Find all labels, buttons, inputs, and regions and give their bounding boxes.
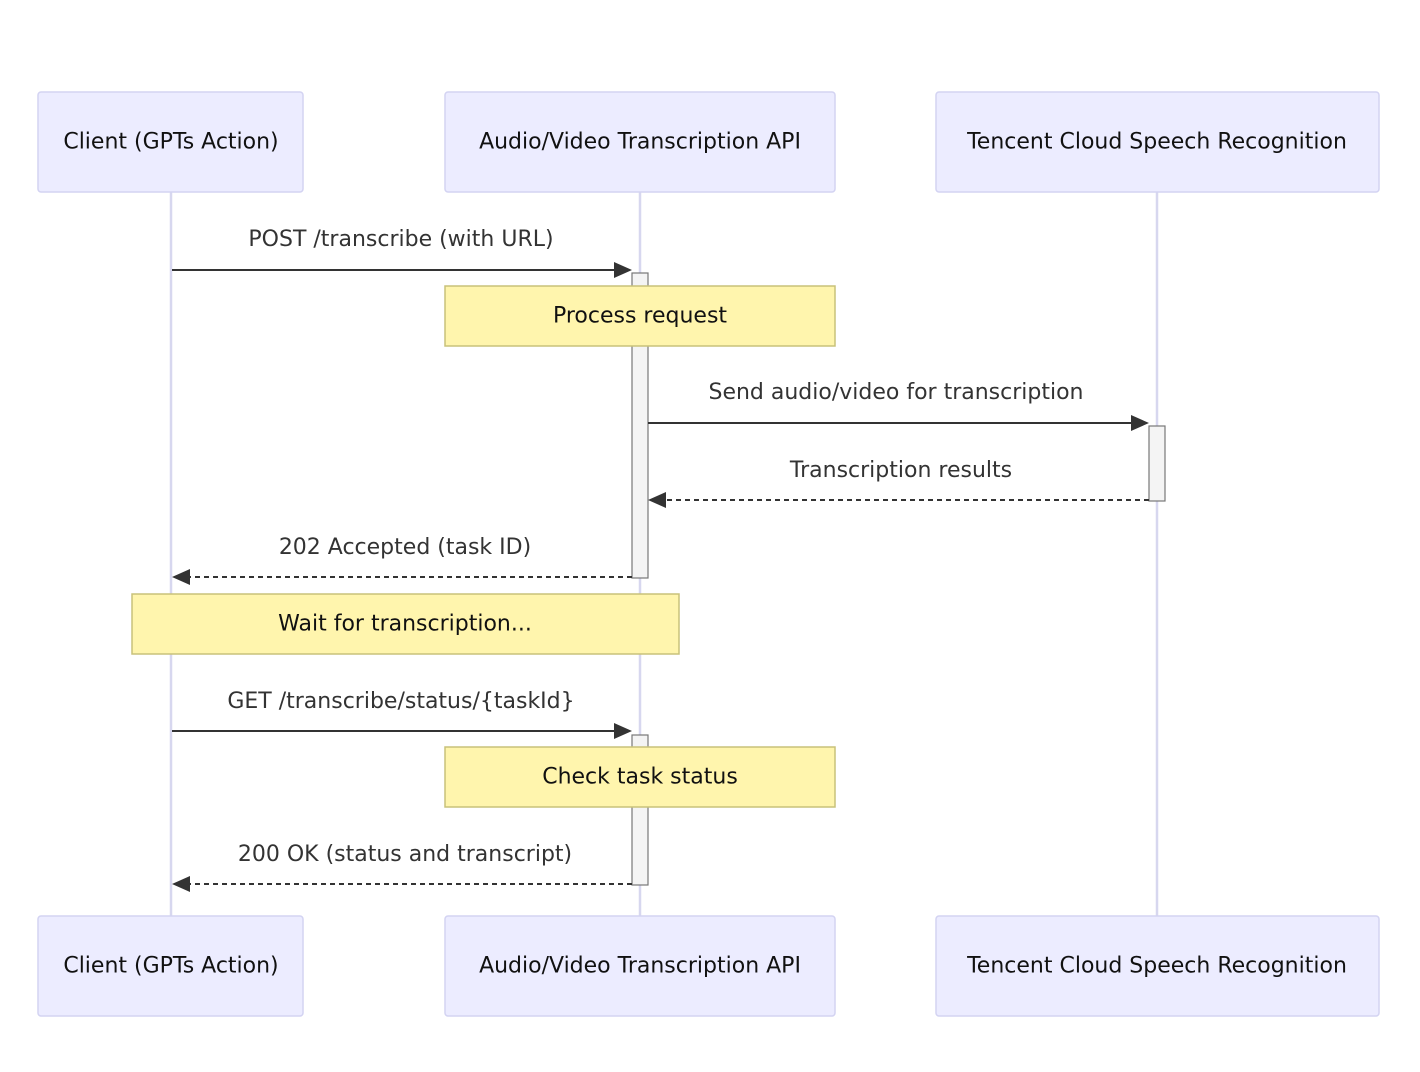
message-send-audio: Send audio/video for transcription: [648, 380, 1149, 431]
arrowhead-left: [648, 492, 666, 508]
message-get-status: GET /transcribe/status/{taskId}: [172, 689, 632, 739]
message-label: POST /transcribe (with URL): [248, 227, 553, 252]
participant-client-bottom: Client (GPTs Action): [37, 915, 304, 1017]
participant-client-top: Client (GPTs Action): [37, 91, 304, 193]
message-label: GET /transcribe/status/{taskId}: [227, 689, 574, 714]
activation-tencent-1: [1148, 425, 1166, 502]
note-wait-for-transcription: Wait for transcription...: [131, 593, 680, 655]
arrowhead-right: [614, 262, 632, 278]
participant-label: Client (GPTs Action): [63, 130, 278, 155]
message-post-transcribe: POST /transcribe (with URL): [172, 227, 632, 278]
message-202-accepted: 202 Accepted (task ID): [172, 535, 632, 585]
participant-label: Tencent Cloud Speech Recognition: [966, 130, 1347, 155]
message-label: 202 Accepted (task ID): [279, 535, 531, 560]
participant-label: Audio/Video Transcription API: [479, 954, 801, 979]
note-label: Check task status: [542, 765, 738, 790]
arrowhead-right: [1131, 415, 1149, 431]
participant-label: Audio/Video Transcription API: [479, 130, 801, 155]
participant-label: Tencent Cloud Speech Recognition: [966, 954, 1347, 979]
note-label: Wait for transcription...: [278, 612, 532, 637]
participant-tencent-asr-top: Tencent Cloud Speech Recognition: [935, 91, 1380, 193]
note-check-task-status: Check task status: [444, 746, 836, 808]
arrowhead-left: [172, 876, 190, 892]
message-label: Send audio/video for transcription: [708, 380, 1083, 405]
participant-label: Client (GPTs Action): [63, 954, 278, 979]
activation-api-1: [631, 272, 649, 579]
note-label: Process request: [553, 304, 727, 329]
participant-transcription-api-bottom: Audio/Video Transcription API: [444, 915, 836, 1017]
message-label: Transcription results: [789, 458, 1012, 483]
note-process-request: Process request: [444, 285, 836, 347]
participant-transcription-api-top: Audio/Video Transcription API: [444, 91, 836, 193]
message-200-ok: 200 OK (status and transcript): [172, 842, 632, 892]
message-transcription-results: Transcription results: [648, 458, 1149, 508]
participant-tencent-asr-bottom: Tencent Cloud Speech Recognition: [935, 915, 1380, 1017]
arrowhead-right: [614, 723, 632, 739]
message-label: 200 OK (status and transcript): [238, 842, 572, 867]
arrowhead-left: [172, 569, 190, 585]
